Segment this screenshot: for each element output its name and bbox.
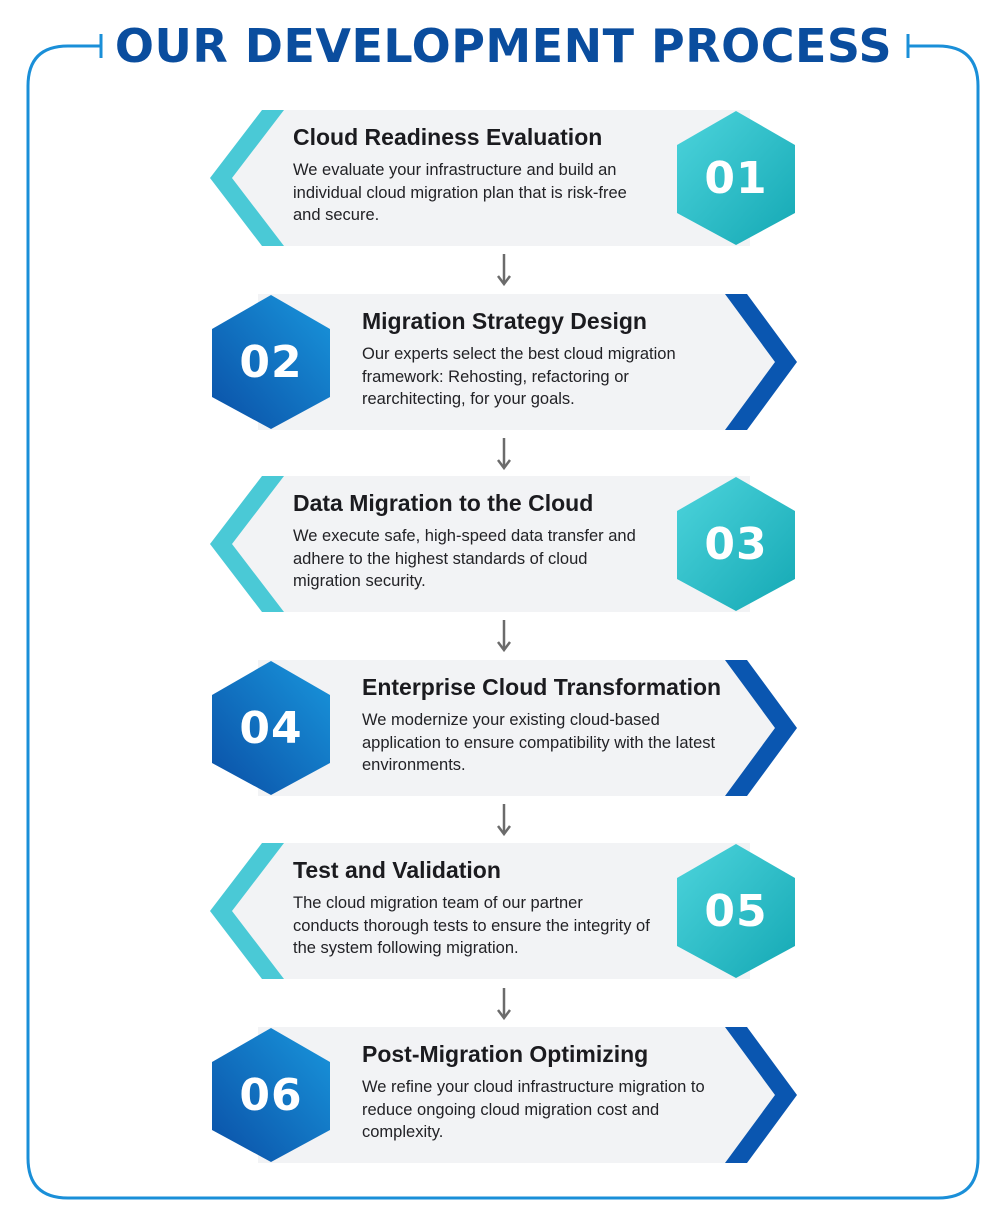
step-text: Data Migration to the Cloud We execute s…	[293, 488, 733, 593]
down-arrow-icon	[497, 620, 511, 653]
step-card-2	[212, 294, 797, 430]
step-number: 05	[704, 885, 768, 937]
step-card-5	[210, 843, 795, 979]
process-step-2: 02 Migration Strategy Design Our experts…	[0, 292, 1007, 432]
hexagon-badge-icon	[677, 844, 795, 978]
chevron-right-icon	[725, 660, 797, 796]
step-description: We modernize your existing cloud-based a…	[362, 711, 716, 774]
hexagon-badge-icon	[677, 111, 795, 245]
step-number: 01	[704, 152, 768, 204]
step-card-6	[212, 1027, 797, 1163]
hexagon-badge-icon	[677, 477, 795, 611]
step-description: Our experts select the best cloud migrat…	[362, 345, 676, 408]
hexagon-badge-icon	[212, 295, 330, 429]
step-description: We refine your cloud infrastructure migr…	[362, 1078, 705, 1141]
step-card-1	[210, 110, 795, 246]
process-step-5: 05 Test and Validation The cloud migrati…	[0, 841, 1007, 981]
page-title: OUR DEVELOPMENT PROCESS	[114, 19, 893, 73]
process-step-4: 04 Enterprise Cloud Transformation We mo…	[0, 658, 1007, 798]
chevron-left-icon	[210, 110, 284, 246]
step-text: Test and Validation The cloud migration …	[293, 855, 733, 960]
hexagon-badge-icon	[212, 661, 330, 795]
step-description: We evaluate your infrastructure and buil…	[293, 161, 627, 224]
step-title: Migration Strategy Design	[362, 308, 647, 334]
step-description: We execute safe, high-speed data transfe…	[293, 527, 636, 590]
step-description: The cloud migration team of our partner …	[293, 894, 650, 957]
step-text: Cloud Readiness Evaluation We evaluate y…	[293, 122, 733, 227]
step-title: Enterprise Cloud Transformation	[362, 674, 722, 700]
chevron-left-icon	[210, 476, 284, 612]
step-title: Data Migration to the Cloud	[293, 490, 594, 516]
process-step-1: 01 Cloud Readiness Evaluation We evaluat…	[0, 108, 1007, 248]
step-text: Migration Strategy Design Our experts se…	[362, 306, 732, 411]
down-arrow-icon	[497, 804, 511, 837]
step-number: 03	[704, 518, 768, 570]
down-arrow-icon	[497, 988, 511, 1021]
hexagon-badge-icon	[212, 1028, 330, 1162]
step-title: Test and Validation	[293, 857, 501, 883]
chevron-right-icon	[725, 1027, 797, 1163]
process-step-6: 06 Post-Migration Optimizing We refine y…	[0, 1025, 1007, 1165]
chevron-right-icon	[725, 294, 797, 430]
down-arrow-icon	[497, 438, 511, 471]
down-arrow-icon	[497, 254, 511, 287]
step-title: Cloud Readiness Evaluation	[293, 124, 603, 150]
chevron-left-icon	[210, 843, 284, 979]
step-text: Post-Migration Optimizing We refine your…	[362, 1039, 732, 1144]
step-card-4	[212, 660, 797, 796]
step-number: 06	[239, 1069, 303, 1121]
process-step-3: 03 Data Migration to the Cloud We execut…	[0, 474, 1007, 614]
step-number: 02	[239, 336, 303, 388]
step-text: Enterprise Cloud Transformation We moder…	[362, 672, 732, 777]
step-card-3	[210, 476, 795, 612]
step-number: 04	[239, 702, 303, 754]
step-title: Post-Migration Optimizing	[362, 1041, 649, 1067]
